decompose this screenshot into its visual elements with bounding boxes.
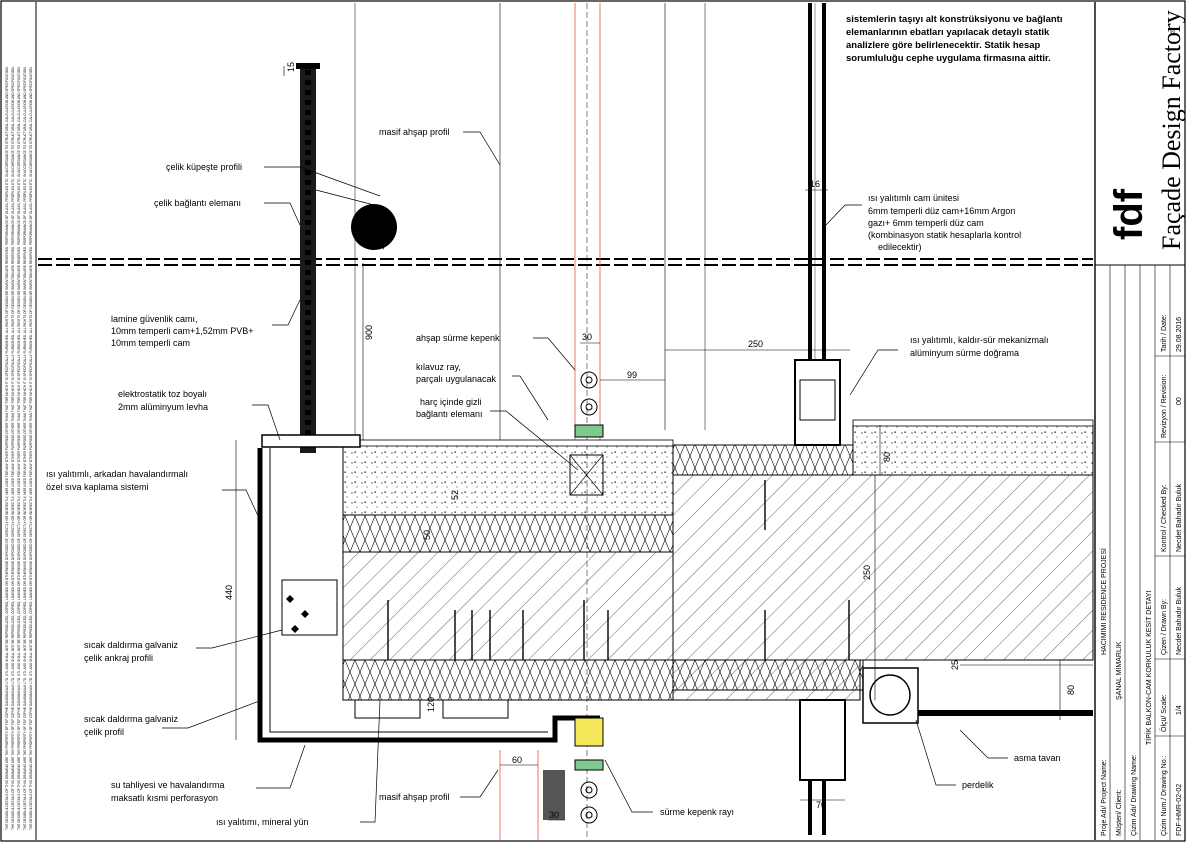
- revision-label: Revizyon / Revision:: [1161, 375, 1168, 438]
- drawn-by-value: Necdet Bahadır Buluk: [1176, 586, 1183, 655]
- registered-mark: ®: [1170, 28, 1176, 36]
- date-value: 29.08.2016: [1176, 317, 1183, 352]
- disclaimer-text-2: THE DESIGN & DETAILS OF THIS DRAWING ARE…: [11, 66, 15, 830]
- label-ahsap-surme: ahşap sürme kepenk: [416, 333, 500, 343]
- dim-250-vertical: 250: [862, 565, 872, 580]
- label-celik-baglanti: çelik bağlantı elemanı: [154, 198, 241, 208]
- label-kilavuz-2: parçalı uygulanacak: [416, 374, 497, 384]
- brand-mark-logo: fdf: [1107, 188, 1151, 240]
- label-perdelik: perdelik: [962, 780, 994, 790]
- dim-52: 52: [450, 490, 460, 500]
- revision-value: 00: [1176, 397, 1183, 405]
- dim-70: 70: [816, 800, 826, 810]
- note-line-4: sorumluluğu cephe uygulama firmasına ait…: [846, 53, 1051, 64]
- dim-30-top: 30: [582, 332, 592, 342]
- label-kilavuz-1: kılavuz ray,: [416, 362, 461, 372]
- label-elektro-2: 2mm alüminyum levha: [118, 402, 208, 412]
- label-harc-1: harç içinde gizli: [420, 397, 482, 407]
- drawing-no-value: FDF-HMR-02-02: [1176, 784, 1183, 836]
- client-label: Müşteri/ Client:: [1116, 789, 1123, 836]
- dim-16: 16: [810, 179, 820, 189]
- dim-110: 110: [376, 236, 386, 250]
- client-value: ŞANAL MİMARLIK: [1114, 641, 1123, 700]
- project-value: HACIMIMI RESIDENCE PROJESİ: [1099, 548, 1108, 655]
- label-elektro-1: elektrostatik toz boyalı: [118, 389, 207, 399]
- scale-label: Ölçü/ Scale:: [1160, 694, 1168, 732]
- dim-440: 440: [224, 585, 234, 600]
- label-harc-2: bağlantı elemanı: [416, 409, 483, 419]
- label-surme-dograma-1: ısı yalıtımlı, kaldır-sür mekanizmalı: [910, 335, 1049, 345]
- label-sicak-profil-1: sıcak daldırma galvaniz: [84, 714, 179, 724]
- label-asma-tavan: asma tavan: [1014, 753, 1061, 763]
- note-line-3: analizlere göre belirlenecektir. Statik …: [846, 40, 1041, 51]
- label-cam-4: (kombinasyon statik hesaplarla kontrol: [868, 230, 1021, 240]
- label-cam-1: ısı yalıtımlı cam ünitesi: [868, 193, 959, 203]
- dim-80-bottom: 80: [1066, 685, 1076, 695]
- label-cam-3: gazı+ 6mm temperli düz cam: [868, 218, 984, 228]
- label-surme-dograma-2: alüminyum sürme doğrama: [910, 348, 1019, 358]
- label-sicak-ankraj-2: çelik ankraj profili: [84, 653, 153, 663]
- label-su-1: su tahliyesi ve havalandırma: [111, 780, 225, 790]
- disclaimer-text-4: THE DESIGN & DETAILS OF THIS DRAWING ARE…: [23, 66, 27, 830]
- checked-by-label: Kontrol / Checked By:: [1161, 484, 1168, 552]
- dim-250-horizontal: 250: [748, 339, 763, 349]
- dim-50: 50: [422, 530, 432, 540]
- label-masif-ahsap-top: masif ahşap profil: [379, 127, 450, 137]
- label-cam-2: 6mm temperli düz cam+16mm Argon: [868, 206, 1015, 216]
- label-masif-ahsap-bottom: masif ahşap profil: [379, 792, 450, 802]
- label-celik-kupeste: çelik küpeşte profili: [166, 162, 242, 172]
- disclaimer-text-5: THE DESIGN & DETAILS OF THIS DRAWING ARE…: [29, 66, 33, 830]
- disclaimer-text-3: THE DESIGN & DETAILS OF THIS DRAWING ARE…: [17, 66, 21, 830]
- dim-80-top: 80: [882, 452, 892, 462]
- label-isi-siva-1: ısı yalıtımlı, arkadan havalandırmalı: [46, 469, 188, 479]
- dim-99: 99: [627, 370, 637, 380]
- label-su-2: maksatlı kısmi perforasyon: [111, 793, 218, 803]
- scale-value: 1/4: [1176, 705, 1183, 715]
- disclaimer-strip: THE DESIGN & DETAILS OF THIS DRAWING ARE…: [5, 66, 33, 830]
- date-label: Tarih / Date:: [1161, 314, 1168, 352]
- dim-25: 25: [950, 660, 960, 670]
- dim-15: 15: [286, 62, 296, 72]
- project-label: Proje Adı/ Project Name:: [1101, 759, 1108, 836]
- checked-by-value: Necdet Bahadır Buluk: [1176, 483, 1183, 552]
- label-sicak-ankraj-1: sıcak daldırma galvaniz: [84, 640, 179, 650]
- brand-name: Façade Design Factory: [1157, 10, 1186, 250]
- drawn-by-label: Çizen / Drawn By:: [1161, 599, 1168, 655]
- label-lamine-1: lamine güvenlik camı,: [111, 314, 198, 324]
- dim-30-bottom: 30: [549, 810, 559, 820]
- label-mineral: ısı yalıtımı, mineral yün: [216, 817, 309, 827]
- section-drawing: 15 110 900 440 30 99 250 16 80 250 25 80…: [38, 3, 1094, 840]
- label-sicak-profil-2: çelik profil: [84, 727, 124, 737]
- drawing-name-label: Çizim Adı/ Drawing Name:: [1131, 754, 1138, 836]
- label-lamine-2: 10mm temperli cam+1,52mm PVB+: [111, 326, 254, 336]
- note-line-2: elemanlarının ebatları yapılacak detaylı…: [846, 27, 1050, 38]
- dim-900: 900: [364, 325, 374, 340]
- note-line-1: sistemlerin taşıyı alt konstrüksiyonu ve…: [846, 14, 1062, 25]
- dim-120: 120: [426, 697, 436, 712]
- title-block: fdf Façade Design Factory ® Proje Adı/ P…: [1095, 10, 1186, 840]
- dim-60: 60: [512, 755, 522, 765]
- drawing-name-value: TİPİK BALKON-CAM KORKULUK KESİT DETAYI: [1144, 591, 1153, 745]
- label-isi-siva-2: özel sıva kaplama sistemi: [46, 482, 149, 492]
- label-surme-rayi: sürme kepenk rayı: [660, 807, 734, 817]
- label-cam-5: edilecektir): [878, 242, 922, 252]
- drawing-no-label: Çizim Num./ Drawing No.:: [1161, 755, 1168, 836]
- disclaimer-text: THE DESIGN & DETAILS OF THIS DRAWING ARE…: [5, 66, 9, 830]
- label-lamine-3: 10mm temperli cam: [111, 338, 190, 348]
